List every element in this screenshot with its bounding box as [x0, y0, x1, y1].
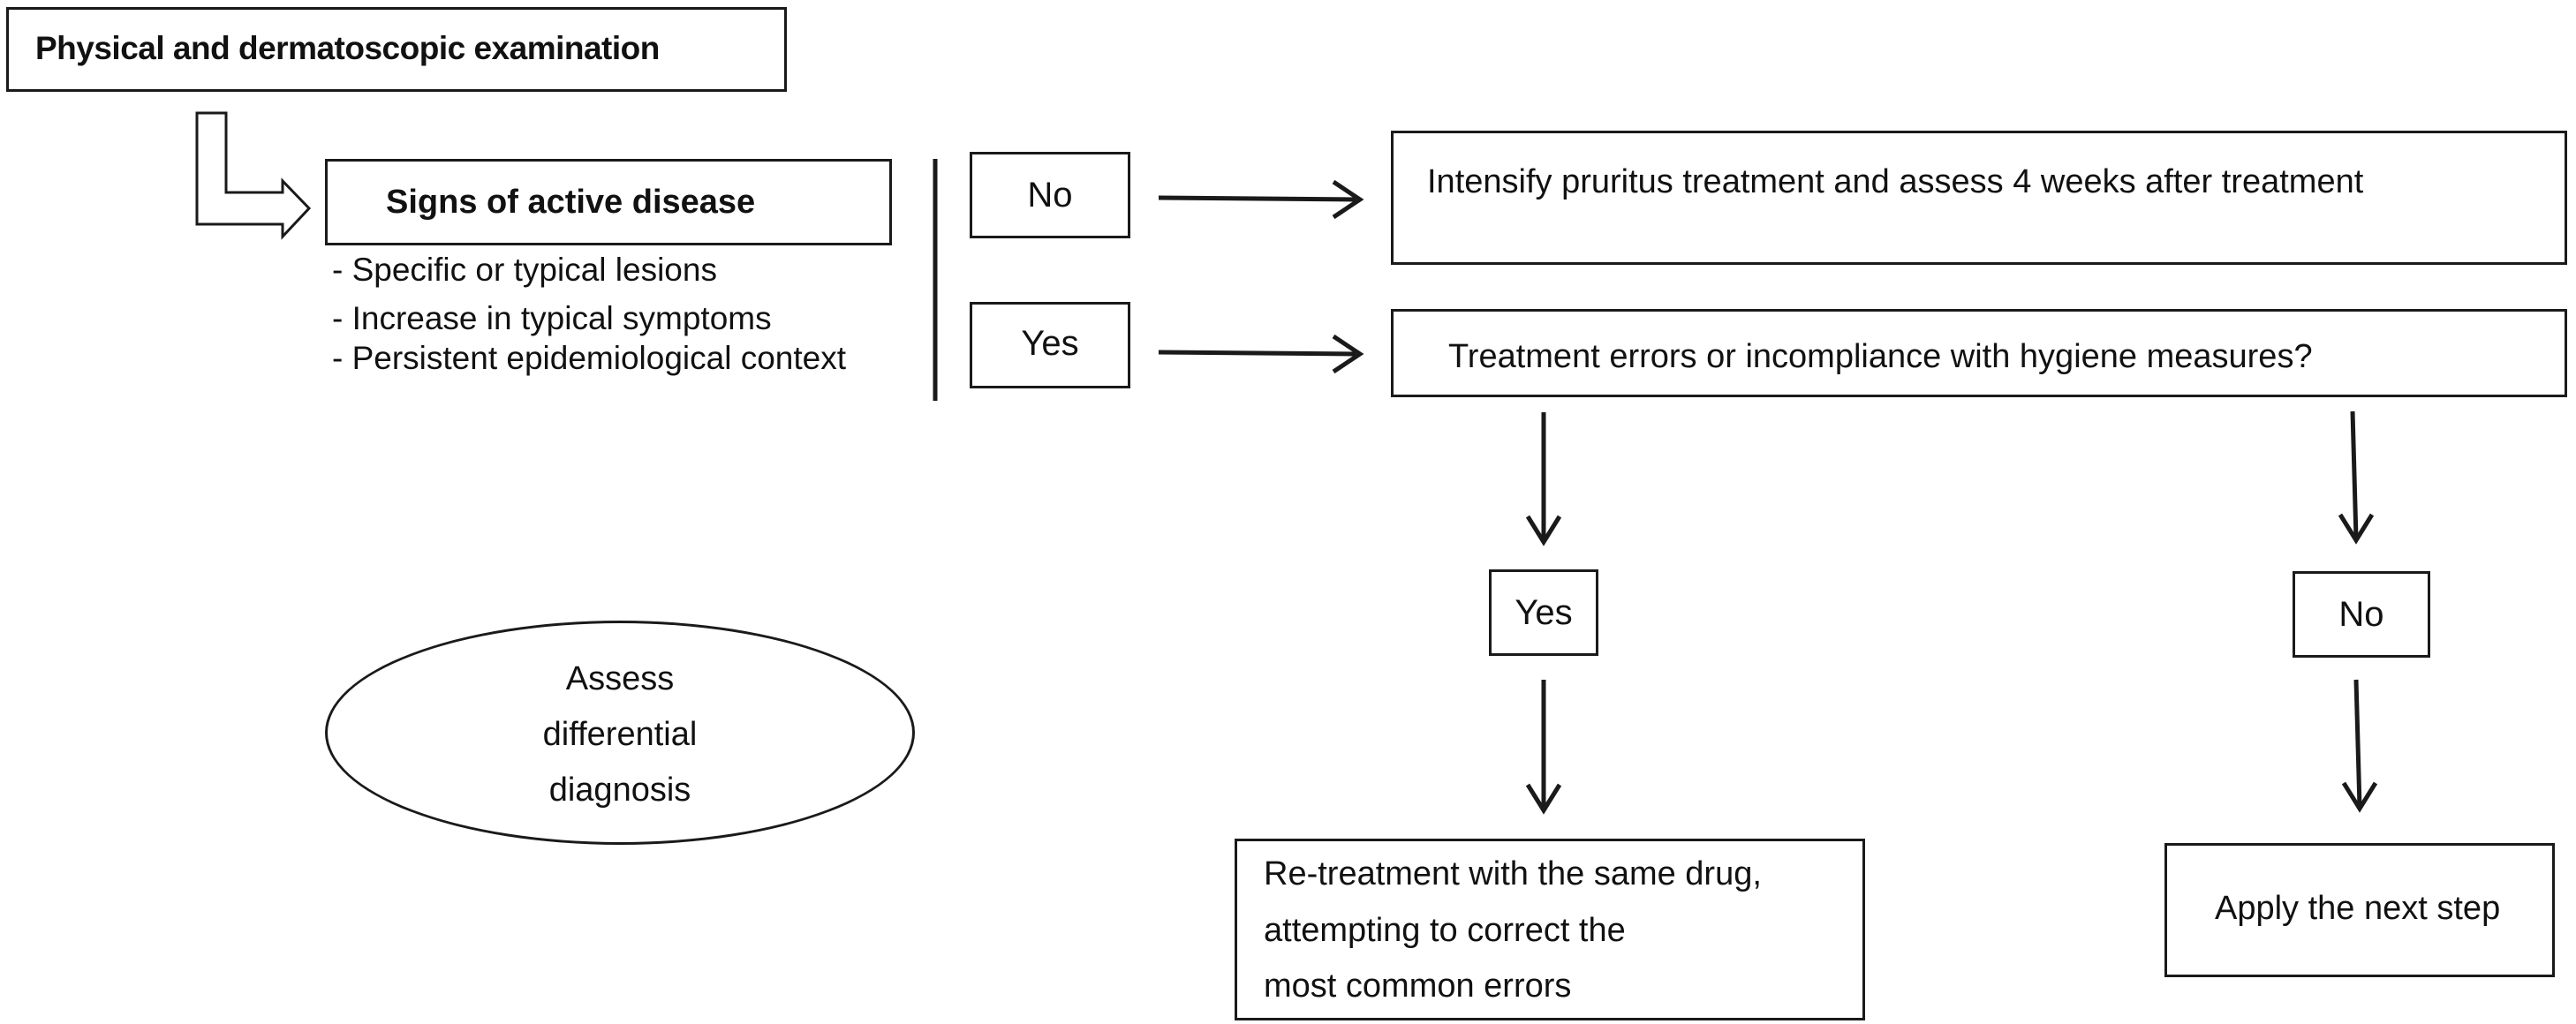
differential-ellipse: Assess differential diagnosis: [325, 621, 915, 845]
arrow-question-to-no: [2350, 410, 2359, 539]
answer-no-box: No: [2293, 571, 2430, 658]
next-step-text: Apply the next step: [2215, 890, 2501, 927]
exam-title-box: Physical and dermatoscopic examination: [6, 7, 787, 92]
answer-yes-box: Yes: [1489, 569, 1598, 656]
arrow-head: [1332, 179, 1364, 220]
signs-bullet: - Specific or typical lesions: [332, 252, 717, 288]
retreatment-line: most common errors: [1264, 968, 1572, 1005]
retreatment-line: attempting to correct the: [1264, 912, 1626, 949]
exam-title: Physical and dermatoscopic examination: [35, 30, 660, 66]
retreatment-box: Re-treatment with the same drug, attempt…: [1235, 839, 1865, 1020]
hollow-l-arrow: [195, 111, 312, 240]
arrow-head: [1332, 334, 1364, 374]
question-text: Treatment errors or incompliance with hy…: [1448, 338, 2313, 375]
signs-heading: Signs of active disease: [386, 184, 756, 221]
intensify-box: Intensify pruritus treatment and assess …: [1391, 131, 2567, 265]
signs-bullet: - Increase in typical symptoms: [332, 300, 772, 336]
answer-yes-label: Yes: [1515, 593, 1573, 632]
question-box: Treatment errors or incompliance with hy…: [1391, 309, 2567, 397]
arrow-head: [2341, 781, 2378, 813]
arrow-no-to-next-step: [2353, 679, 2362, 808]
arrow-yes-to-question: [1158, 350, 1356, 357]
intensify-text: Intensify pruritus treatment and assess …: [1427, 163, 2364, 200]
signs-bullet: - Persistent epidemiological context: [332, 340, 847, 376]
answer-no-label: No: [2338, 595, 2384, 634]
branch-yes-box: Yes: [970, 302, 1130, 388]
branch-no-box: No: [970, 152, 1130, 238]
branch-yes-label: Yes: [1021, 324, 1079, 363]
arrow-head: [2338, 513, 2375, 545]
signs-box: Signs of active disease: [325, 159, 892, 245]
differential-line: Assess: [565, 660, 675, 697]
arrow-head: [1525, 783, 1562, 815]
differential-line: diagnosis: [548, 772, 691, 809]
differential-line: differential: [542, 716, 698, 753]
arrow-no-to-intensify: [1158, 195, 1356, 202]
branch-no-label: No: [1027, 176, 1073, 215]
next-step-box: Apply the next step: [2164, 843, 2555, 977]
arrow-head: [1525, 515, 1562, 546]
retreatment-line: Re-treatment with the same drug,: [1264, 855, 1762, 892]
